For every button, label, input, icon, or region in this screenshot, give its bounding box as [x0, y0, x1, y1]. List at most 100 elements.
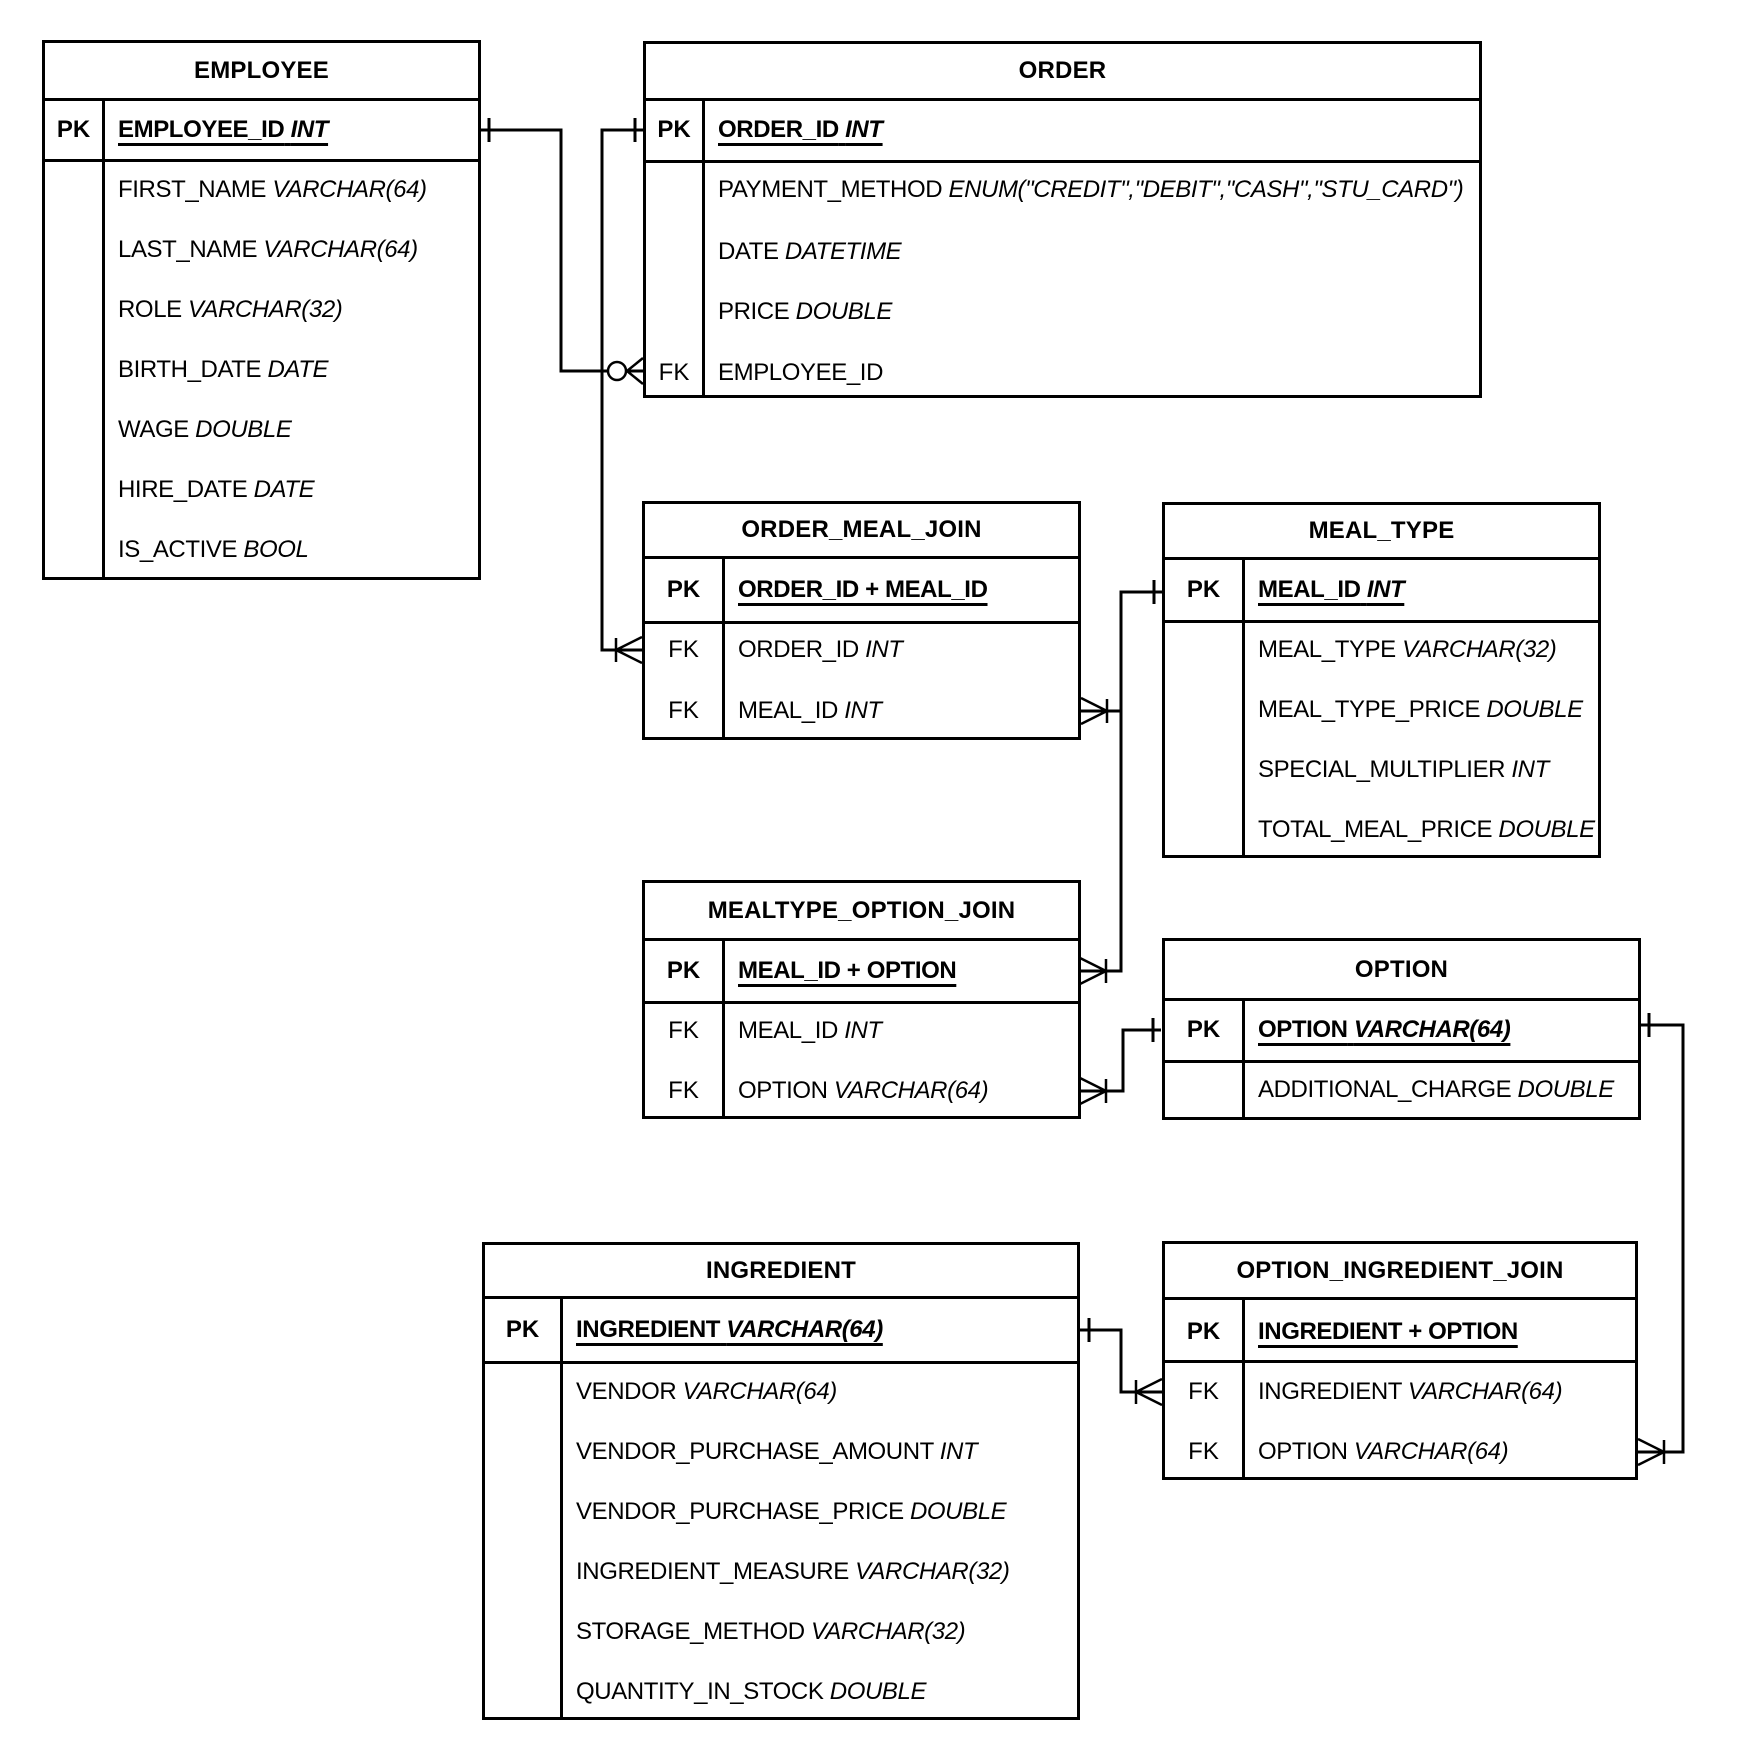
- field-type: INT: [1511, 756, 1549, 783]
- meal-type-to-order-meal-join-marker-1-crowfoot-prong: [1080, 709, 1108, 726]
- field-name: INGREDIENT: [1258, 1378, 1402, 1405]
- attribute-row-vendor-purchase-amount: VENDOR_PURCHASE_AMOUNT INT: [485, 1422, 1077, 1482]
- field: EMPLOYEE_ID: [702, 359, 883, 387]
- field: VENDOR_PURCHASE_PRICE DOUBLE: [560, 1498, 1007, 1526]
- attribute-row-meal-type-price: MEAL_TYPE_PRICE DOUBLE: [1165, 680, 1598, 740]
- field: FIRST_NAME VARCHAR(64): [102, 176, 427, 204]
- field: INGREDIENT_MEASURE VARCHAR(32): [560, 1558, 1010, 1586]
- field: ROLE VARCHAR(32): [102, 296, 343, 324]
- field: IS_ACTIVE BOOL: [102, 536, 309, 564]
- field-name: INGREDIENT_MEASURE: [576, 1558, 849, 1585]
- field: MEAL_ID INT: [722, 1017, 882, 1045]
- field: DATE DATETIME: [702, 238, 902, 266]
- ingredient-to-option-ingredient-join-line: [1080, 1328, 1162, 1394]
- field-type: VARCHAR(32): [1402, 636, 1557, 663]
- key-label: PK: [666, 957, 701, 984]
- field: VENDOR_PURCHASE_AMOUNT INT: [560, 1438, 978, 1466]
- key-column-divider: [1242, 1300, 1245, 1477]
- field: PRICE DOUBLE: [702, 298, 892, 326]
- field-name: ORDER_ID + MEAL_ID: [738, 576, 988, 603]
- field-type: DOUBLE: [1498, 816, 1595, 843]
- attribute-row-employee-id: FK EMPLOYEE_ID: [646, 343, 1479, 395]
- field-name: TOTAL_MEAL_PRICE: [1258, 816, 1493, 843]
- field: SPECIAL_MULTIPLIER INT: [1242, 756, 1549, 784]
- field-name: WAGE: [118, 416, 189, 443]
- field: BIRTH_DATE DATE: [102, 356, 328, 384]
- primary-key-field: ORDER_ID INT: [702, 116, 883, 144]
- field-name: EMPLOYEE_ID: [118, 116, 285, 143]
- primary-key-field: MEAL_ID + OPTION: [722, 957, 957, 985]
- field-type: INT: [865, 636, 903, 663]
- pk-row-divider: [45, 159, 478, 162]
- field: MEAL_TYPE_PRICE DOUBLE: [1242, 696, 1583, 724]
- key-column-divider: [1242, 1001, 1245, 1117]
- field-name: MEAL_ID: [738, 1017, 838, 1044]
- meal-type-to-mealtype-option-join-line: [1080, 711, 1123, 973]
- primary-key-field: EMPLOYEE_ID INT: [102, 116, 328, 144]
- field-name: OPTION: [1258, 1438, 1348, 1465]
- field-type: VARCHAR(64): [1353, 1438, 1509, 1465]
- field: MEAL_ID INT: [722, 697, 882, 725]
- order-to-order-meal-join-marker-1-crowfoot-prong: [615, 635, 643, 652]
- field: WAGE DOUBLE: [102, 416, 292, 444]
- meal-type-to-order-meal-join-marker-1-crowfoot-prong: [1080, 696, 1108, 713]
- ingredient-to-option-ingredient-join-marker-1-crowfoot-prong: [1135, 1377, 1163, 1394]
- order-to-order-meal-join-line: [600, 128, 643, 652]
- field-name: MEAL_ID + OPTION: [738, 957, 957, 984]
- employee-to-order-marker-1-zero-circle: [606, 360, 628, 382]
- key-label: PK: [1186, 576, 1221, 603]
- entity-title: INGREDIENT: [485, 1245, 1077, 1299]
- entity-title: OPTION: [1165, 941, 1638, 1001]
- key-label: PK: [1186, 1318, 1221, 1345]
- meal-type-to-mealtype-option-join-marker-0-crowfoot-prong: [1079, 969, 1107, 986]
- field-name: PRICE: [718, 298, 790, 325]
- field-type: DOUBLE: [909, 1498, 1007, 1525]
- field-type: VARCHAR(64): [1353, 1016, 1511, 1043]
- field-type: VARCHAR(64): [272, 176, 427, 203]
- primary-key-field: INGREDIENT + OPTION: [1242, 1318, 1518, 1346]
- field-name: VENDOR: [576, 1378, 677, 1405]
- field: LAST_NAME VARCHAR(64): [102, 236, 418, 264]
- field-type: INT: [290, 116, 329, 143]
- meal-type-to-order-meal-join-line: [1081, 590, 1162, 713]
- field: TOTAL_MEAL_PRICE DOUBLE: [1242, 816, 1595, 844]
- key-label: FK: [1188, 1378, 1219, 1405]
- field-name: MEAL_TYPE_PRICE: [1258, 696, 1481, 723]
- field-type: DOUBLE: [795, 298, 893, 325]
- attribute-row-price: PRICE DOUBLE: [646, 282, 1479, 342]
- key-column-divider: [102, 101, 105, 577]
- attribute-row-quantity-in-stock: QUANTITY_IN_STOCK DOUBLE: [485, 1662, 1077, 1717]
- attribute-row-meal-type: MEAL_TYPE VARCHAR(32): [1165, 620, 1598, 680]
- pk-row-divider: [1165, 620, 1598, 623]
- attribute-row-additional-charge: ADDITIONAL_CHARGE DOUBLE: [1165, 1060, 1638, 1117]
- ingredient-to-option-ingredient-join-marker-1-crowfoot-prong: [1135, 1390, 1163, 1407]
- field: OPTION VARCHAR(64): [1242, 1438, 1509, 1466]
- field: HIRE_DATE DATE: [102, 476, 315, 504]
- key-label: FK: [658, 359, 690, 386]
- employee-to-order-marker-1-crowfoot-prong: [626, 357, 644, 372]
- field-name: ROLE: [118, 296, 182, 323]
- employee-to-order-marker-1-crowfoot-prong: [626, 370, 644, 385]
- key-column-divider: [722, 941, 725, 1116]
- key-label: FK: [668, 1077, 699, 1104]
- field-type: INT: [844, 697, 882, 724]
- field-type: DATE: [253, 476, 315, 503]
- field: ORDER_ID INT: [722, 636, 903, 664]
- field-name: DATE: [718, 238, 779, 265]
- field-name: FIRST_NAME: [118, 176, 267, 203]
- primary-key-field: ORDER_ID + MEAL_ID: [722, 576, 988, 604]
- field-type: INT: [939, 1438, 978, 1465]
- attribute-row-special-multiplier: SPECIAL_MULTIPLIER INT: [1165, 740, 1598, 800]
- field-type: INT: [845, 116, 883, 143]
